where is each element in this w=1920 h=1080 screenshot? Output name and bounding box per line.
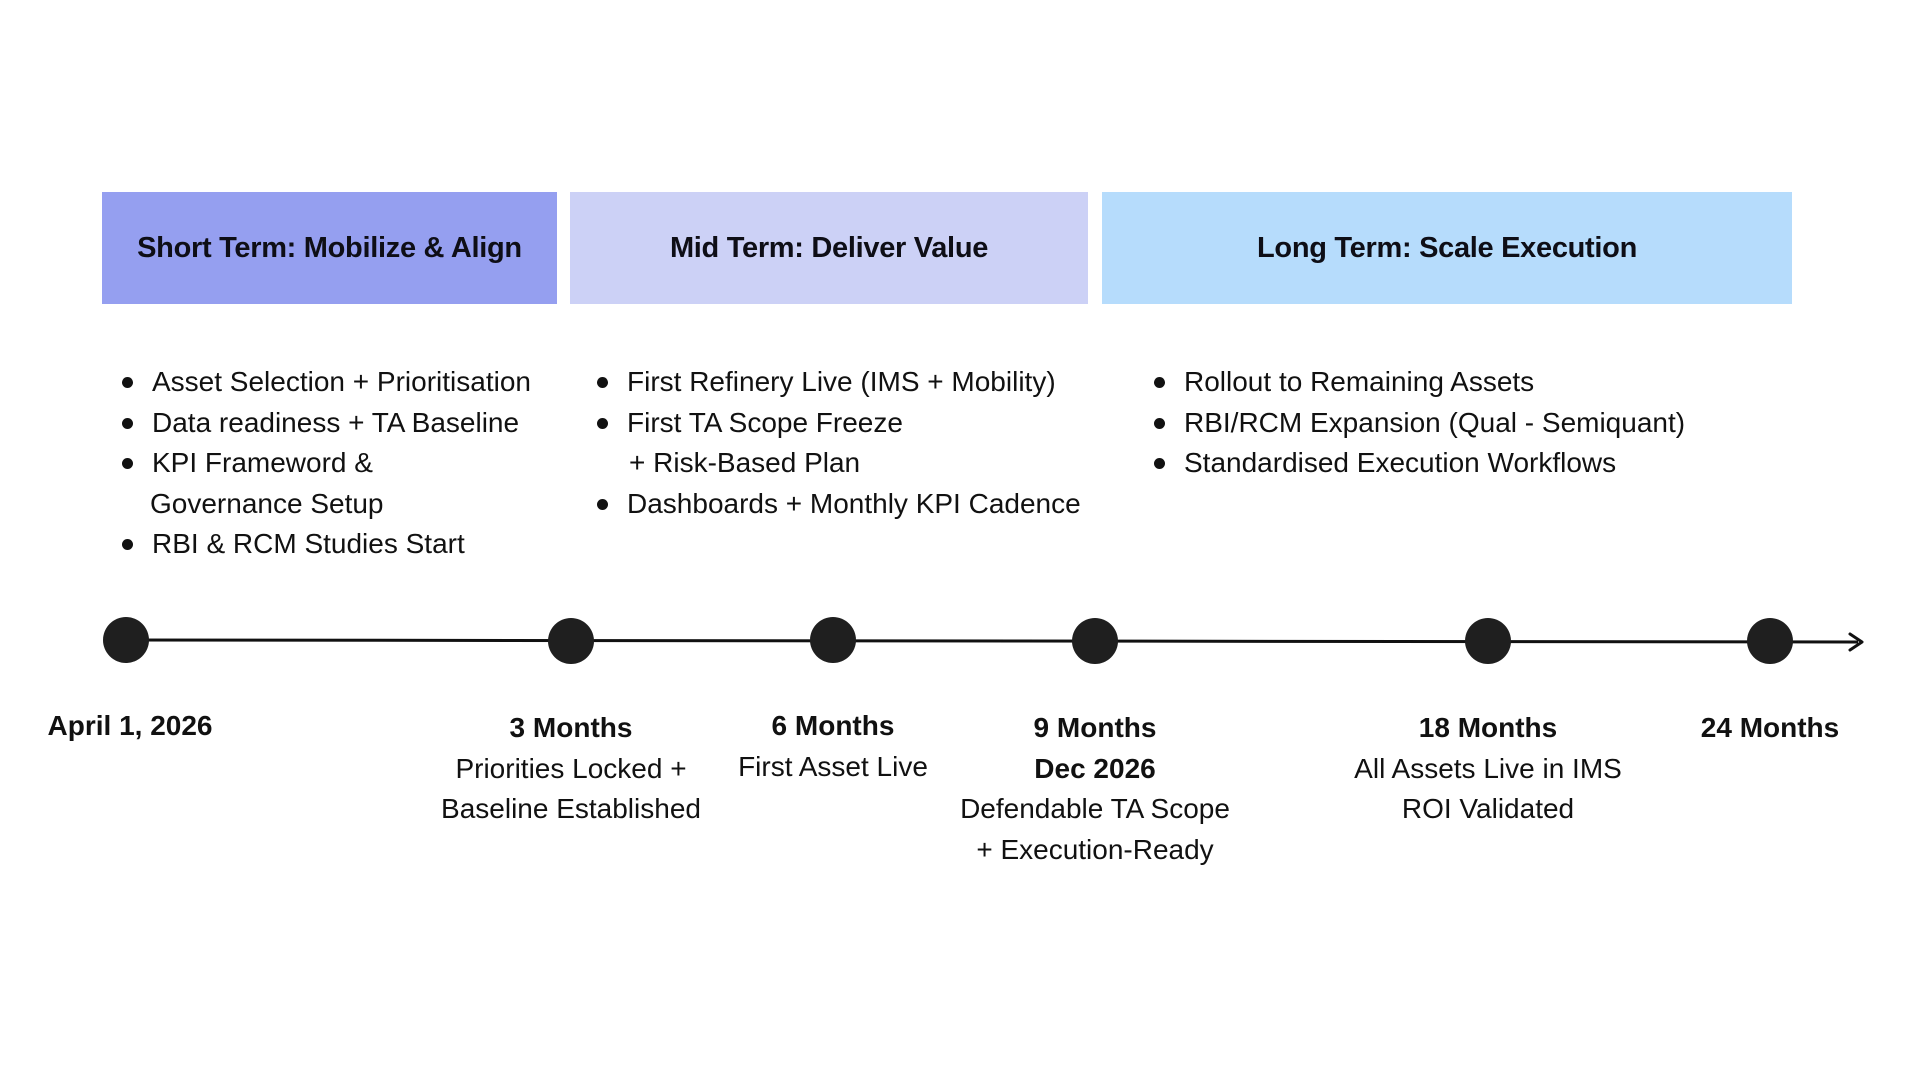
milestone-description: + Execution-Ready	[976, 833, 1214, 865]
phase-long-term-label: Long Term: Scale Execution	[1256, 231, 1638, 264]
phase-short-term-label: Short Term: Mobilize & Align	[137, 231, 522, 264]
milestone-marker-3-months	[548, 618, 594, 664]
mid-term-bullet-list: First Refinery Live (IMS + Mobility) Fir…	[597, 362, 1081, 524]
bullet-item: First Refinery Live (IMS + Mobility)	[597, 362, 1081, 403]
phase-mid-term: Mid Term: Deliver Value	[570, 192, 1088, 304]
bullet-item: Rollout to Remaining Assets	[1154, 362, 1685, 403]
milestone-title: 6 Months	[771, 710, 895, 741]
bullet-item: Data readiness + TA Baseline	[122, 403, 531, 444]
long-term-bullet-list: Rollout to Remaining Assets RBI/RCM Expa…	[1154, 362, 1685, 484]
bullet-item-continuation: Governance Setup	[150, 487, 384, 519]
milestone-date: Dec 2026	[1034, 752, 1156, 784]
bullet-item: Dashboards + Monthly KPI Cadence	[597, 484, 1081, 525]
bullet-item: First TA Scope Freeze	[597, 403, 1081, 444]
bullet-item: KPI Frameword &	[122, 443, 531, 484]
bullet-item: RBI/RCM Expansion (Qual - Semiquant)	[1154, 403, 1685, 444]
phase-long-term: Long Term: Scale Execution	[1102, 192, 1792, 304]
milestone-description: First Asset Live	[738, 750, 928, 782]
milestone-9-months: 9 Months Dec 2026 Defendable TA Scope + …	[960, 708, 1230, 870]
milestone-18-months: 18 Months All Assets Live in IMS ROI Val…	[1354, 708, 1622, 830]
milestone-marker-6-months	[810, 617, 856, 663]
milestone-marker-24-months	[1747, 618, 1793, 664]
bullet-item-continuation: + Risk-Based Plan	[629, 447, 861, 478]
milestone-title: 9 Months	[1033, 712, 1157, 743]
milestone-marker-18-months	[1465, 618, 1511, 664]
milestone-description: All Assets Live in IMS	[1354, 752, 1622, 784]
short-term-bullet-list: Asset Selection + Prioritisation Data re…	[122, 362, 531, 565]
timeline-arrow-icon	[1848, 632, 1864, 652]
milestone-3-months: 3 Months Priorities Locked + Baseline Es…	[441, 708, 701, 830]
milestone-start: April 1, 2026	[48, 706, 213, 747]
bullet-item: RBI & RCM Studies Start	[122, 524, 531, 565]
milestone-description: Defendable TA Scope	[960, 793, 1230, 824]
milestone-description: ROI Validated	[1401, 793, 1575, 824]
milestone-6-months: 6 Months First Asset Live	[738, 706, 928, 787]
milestone-title: 3 Months	[509, 712, 633, 743]
milestone-marker-9-months	[1072, 618, 1118, 664]
timeline-line	[125, 638, 1859, 644]
milestone-title: 24 Months	[1700, 712, 1840, 743]
milestone-title: 18 Months	[1418, 712, 1558, 743]
bullet-item: Standardised Execution Workflows	[1154, 443, 1685, 484]
milestone-marker-start	[103, 617, 149, 663]
milestone-description: Baseline Established	[441, 793, 701, 824]
milestone-24-months: 24 Months	[1701, 708, 1839, 749]
phase-short-term: Short Term: Mobilize & Align	[102, 192, 557, 304]
milestone-title: April 1, 2026	[47, 710, 213, 741]
milestone-description: Priorities Locked +	[455, 752, 687, 784]
bullet-item: Asset Selection + Prioritisation	[122, 362, 531, 403]
phase-mid-term-label: Mid Term: Deliver Value	[669, 231, 989, 264]
